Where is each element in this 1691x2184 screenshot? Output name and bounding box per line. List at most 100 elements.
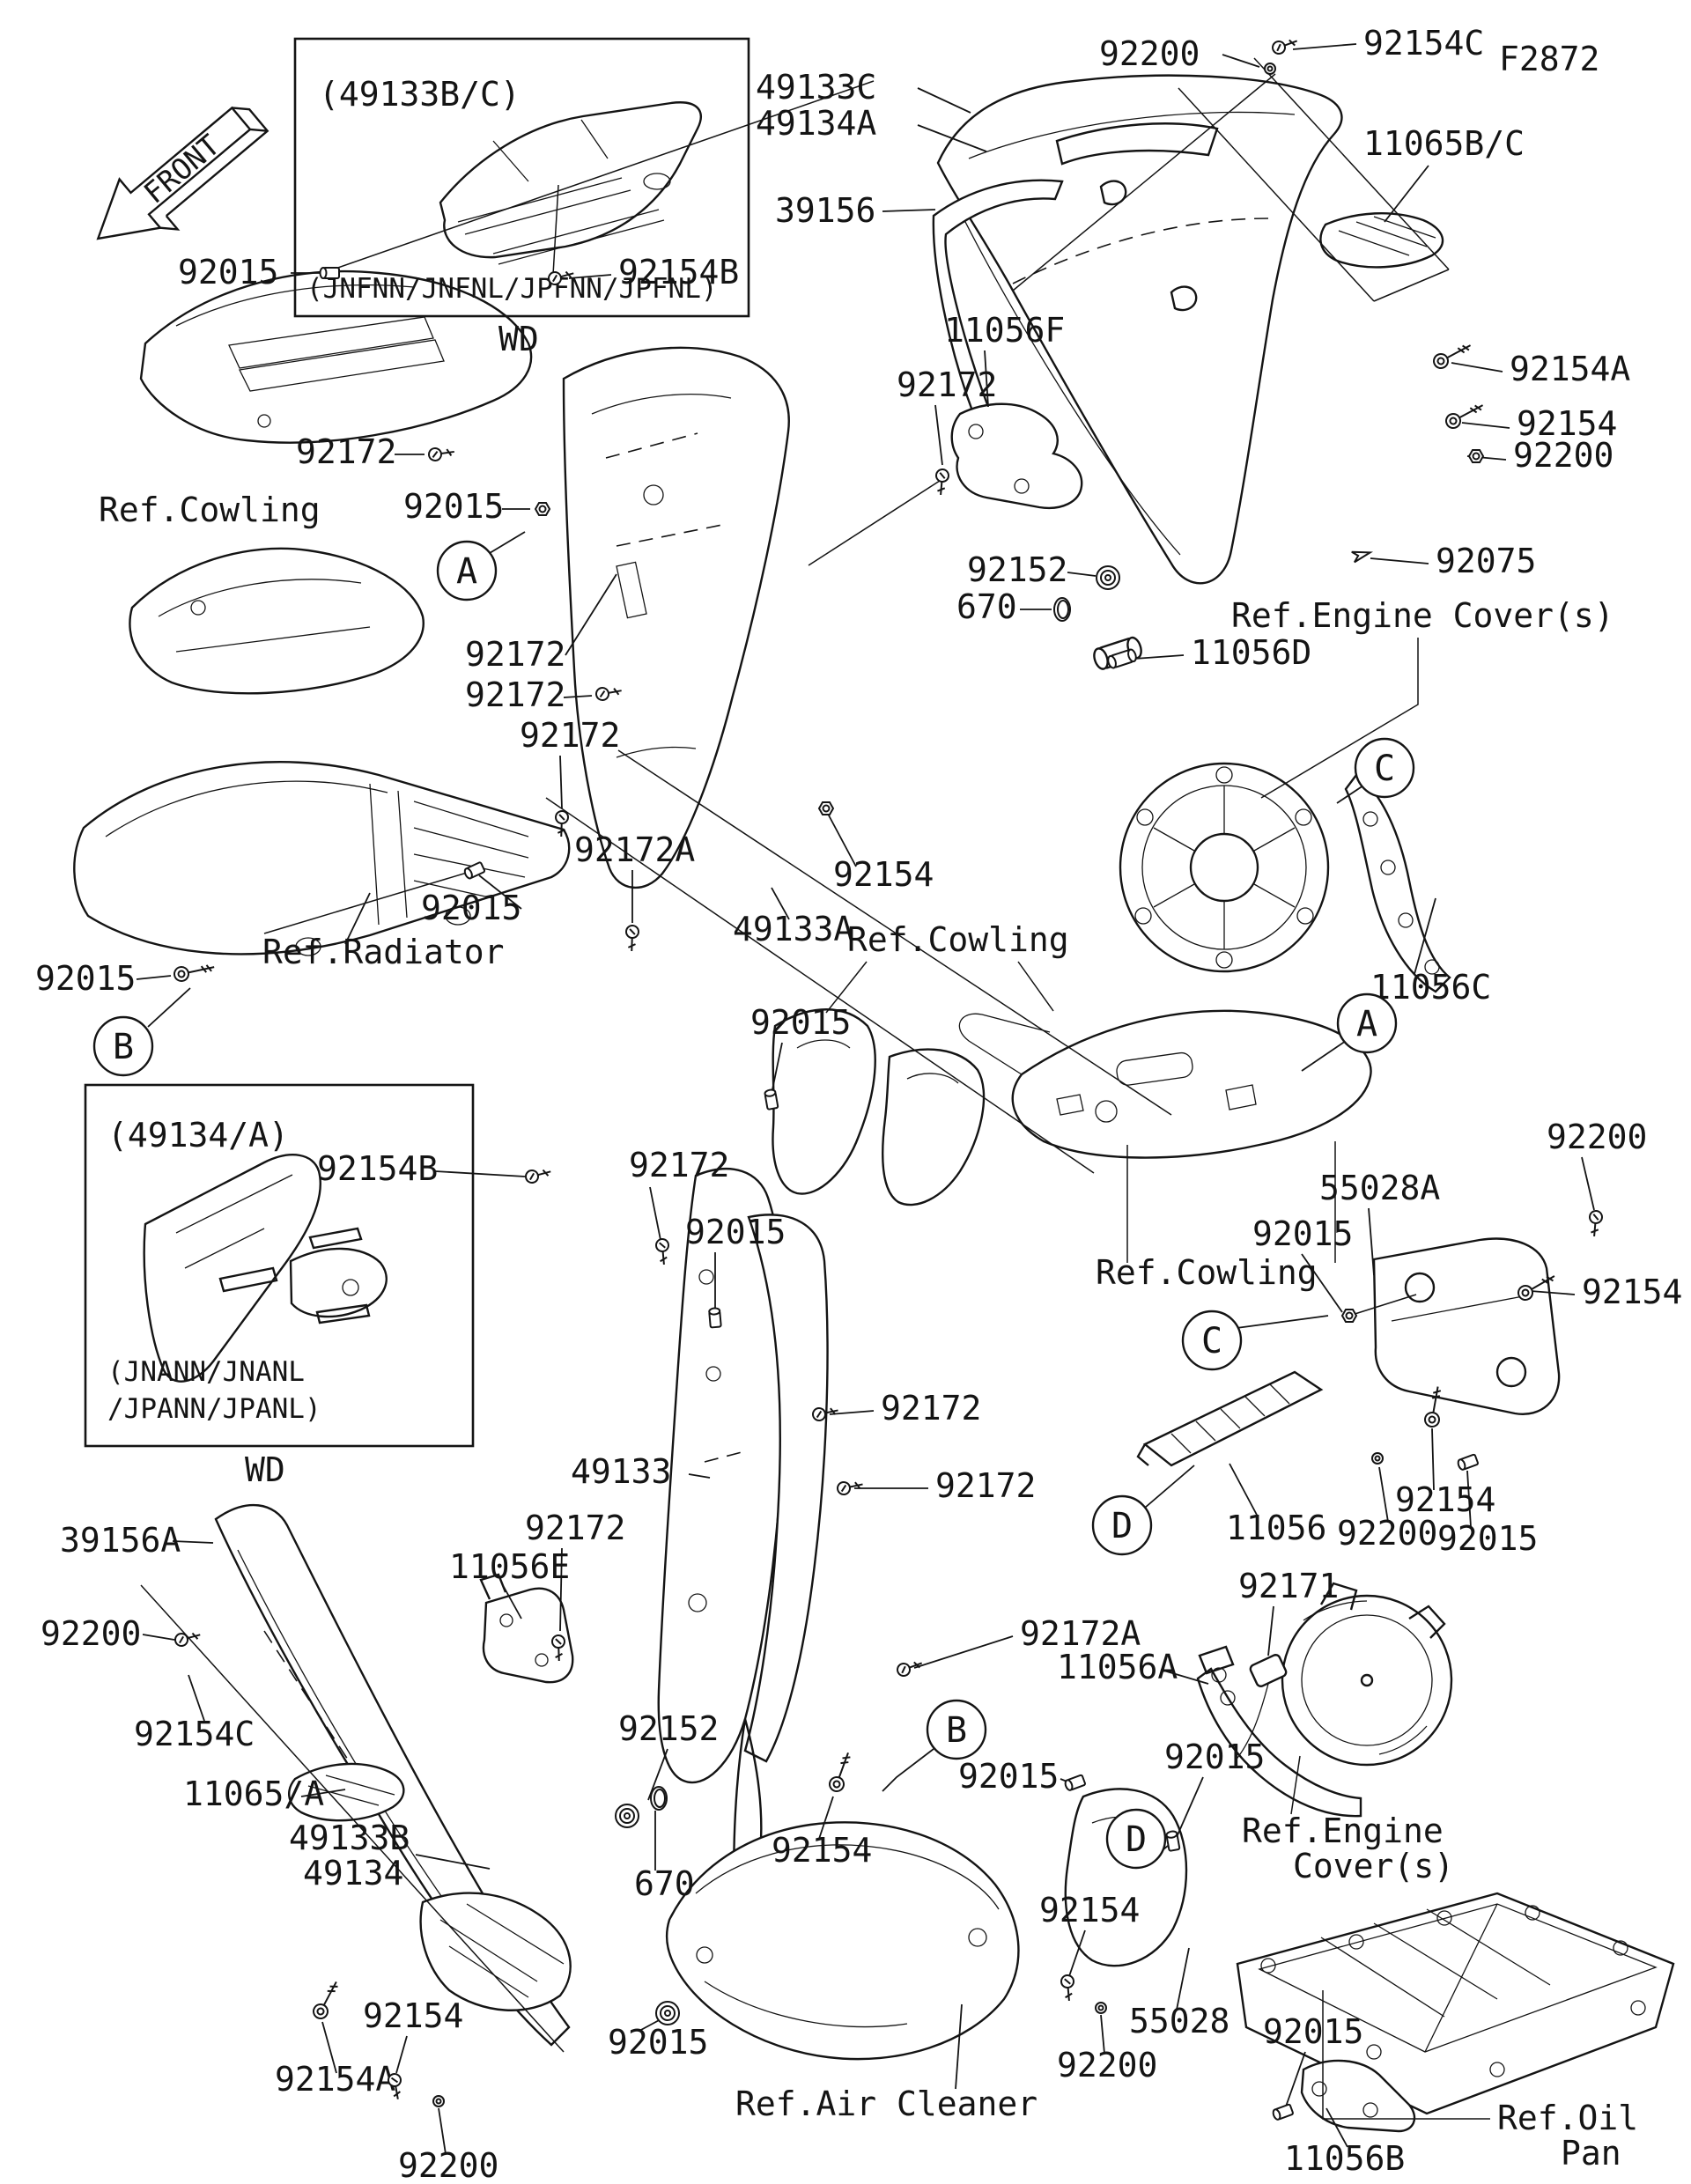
- leader-line: [1431, 1428, 1435, 1491]
- leader-line: [917, 87, 971, 114]
- ref-label: Cover(s): [1293, 1847, 1454, 1885]
- callout-letter: B: [946, 1710, 967, 1751]
- label-text: 92015: [403, 487, 504, 526]
- part-windshield-trim-39156: [932, 179, 1064, 417]
- callout-letter: A: [1356, 1004, 1377, 1044]
- label-text: 92015: [1437, 1519, 1538, 1558]
- leader-line: [1068, 1929, 1086, 1977]
- label-text: 11056A: [1057, 1648, 1178, 1686]
- part-mid-cowl: [562, 346, 790, 889]
- variant-box-text: (JNFNN/JNFNL/JPFNN/JPFNL): [306, 273, 718, 305]
- label-text: Ref.Cowling: [1096, 1253, 1318, 1292]
- part-number-label: F2872: [1499, 40, 1599, 78]
- leader-line: [1461, 422, 1510, 429]
- part-number-label: 92015: [608, 2018, 708, 2062]
- pin-fastener-icon: [1457, 1453, 1479, 1471]
- label-text: 92015: [1252, 1214, 1353, 1253]
- part-number-label: 92200: [1547, 1118, 1647, 1211]
- leader-line: [818, 1796, 834, 1840]
- leader-line: [142, 1634, 175, 1641]
- callout-letter: D: [1111, 1506, 1133, 1546]
- part-number-label: 11056C: [1370, 897, 1491, 1007]
- pin-fastener-icon: [319, 267, 340, 279]
- part-bracket-11056f: [950, 402, 1083, 510]
- part-upper-cowl-49133c: [936, 74, 1343, 585]
- label-text: 92154C: [134, 1715, 255, 1753]
- label-text: 11056D: [1191, 633, 1311, 672]
- callout-d: D: [1105, 1808, 1169, 1870]
- leader-line: [1368, 1207, 1375, 1276]
- part-number-label: 92015: [958, 1757, 1070, 1796]
- part-number-label: 11056D: [1133, 633, 1311, 672]
- part-number-label: 92172: [296, 432, 425, 471]
- part-number-label: 92172: [520, 716, 620, 809]
- screw-fastener-icon: [548, 270, 574, 285]
- variant-box-text: (49134/A): [107, 1116, 289, 1155]
- label-text: 92015: [750, 1003, 851, 1042]
- label-text: 92154: [833, 855, 934, 894]
- part-number-label: 11056B: [1284, 2107, 1405, 2178]
- callout-letter: C: [1374, 749, 1395, 789]
- ref-label: Ref.Cowling: [99, 491, 321, 529]
- ref-label: Ref.Cowling: [1096, 1253, 1318, 1292]
- front-arrow-icon: FRONT: [96, 106, 270, 240]
- label-text: 92015: [178, 253, 278, 291]
- part-number-label: 92154: [1039, 1891, 1140, 1977]
- part-bracket-11056e: [479, 1573, 574, 1684]
- leader-line: [688, 1473, 711, 1479]
- label-text: 92015: [685, 1213, 786, 1251]
- label-text: 92172: [881, 1389, 981, 1428]
- variant-box-text: (49133B/C): [319, 75, 521, 114]
- part-air-cleaner-cover: [665, 1821, 1020, 2061]
- leader-line: [1236, 1315, 1329, 1329]
- leader-line: [344, 892, 371, 945]
- leader-line: [1384, 165, 1429, 223]
- callout-circle: [1354, 737, 1415, 799]
- callout-circle: [1091, 1494, 1153, 1556]
- label-text: 49134A: [756, 104, 876, 143]
- nut-fastener-icon: [1340, 1309, 1358, 1323]
- screw-fastener-icon: [1272, 39, 1298, 55]
- leader-line: [1378, 1466, 1389, 1523]
- callout-circle: [926, 1699, 987, 1760]
- part-number-label: 92015: [35, 959, 172, 998]
- label-text: 92154: [1395, 1480, 1495, 1519]
- label-text: 92200: [1099, 34, 1200, 73]
- screw-fastener-icon: [1589, 1210, 1603, 1237]
- variant-box-note: WD: [245, 1450, 285, 1489]
- leader-line: [771, 1042, 783, 1095]
- label-text: Pan: [1561, 2134, 1621, 2173]
- leader-line: [1144, 1465, 1195, 1509]
- label-text: 92200: [1547, 1118, 1647, 1156]
- leader-line: [563, 695, 593, 698]
- part-number-label: 92015: [178, 253, 322, 291]
- leader-line: [503, 1586, 522, 1620]
- label-text: 49133: [571, 1452, 671, 1491]
- label-text: 49134: [303, 1854, 403, 1893]
- callout-circle: [436, 540, 498, 601]
- part-number-label: 92200: [1337, 1466, 1437, 1553]
- part-number-label: 92172: [465, 675, 593, 714]
- leader-line: [415, 1854, 491, 1870]
- callout-circle: [92, 1015, 154, 1077]
- label-text: 49133B: [289, 1819, 410, 1857]
- part-number-label: 49133B: [289, 1819, 491, 1870]
- label-text: 92200: [398, 2146, 498, 2184]
- part-number-label: 49134: [303, 1854, 403, 1893]
- part-number-label: 92172: [465, 573, 617, 674]
- nut-fastener-icon: [817, 801, 835, 815]
- label-text: 92015: [958, 1757, 1059, 1796]
- leader-line: [1133, 654, 1185, 660]
- screw-fastener-icon: [525, 1169, 551, 1184]
- grommet-fastener-icon: [615, 1804, 639, 1828]
- callout-b: B: [92, 987, 191, 1077]
- leader-line: [300, 1789, 346, 1797]
- variant-box-frame: [84, 1083, 475, 1448]
- screw-fastener-icon: [428, 447, 454, 461]
- leader-line: [882, 1748, 934, 1792]
- leader-line: [1222, 54, 1260, 68]
- label-text: 11056: [1226, 1509, 1326, 1547]
- bolt-fastener-icon: [829, 1752, 851, 1792]
- callout-circle: [1105, 1808, 1167, 1870]
- label-text: 92172: [935, 1466, 1036, 1505]
